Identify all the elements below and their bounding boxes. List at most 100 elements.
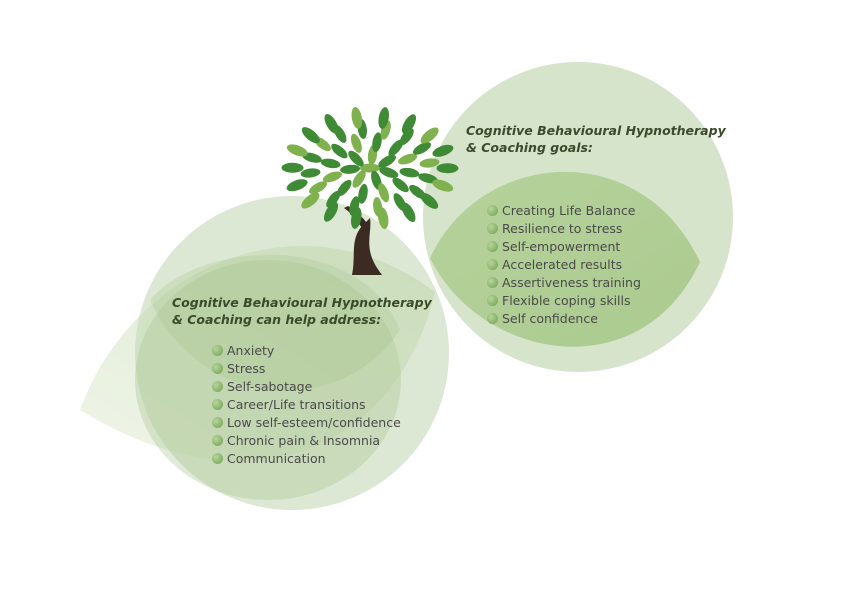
list-item-label: Accelerated results	[502, 256, 623, 272]
bullet-dot-icon	[487, 222, 498, 234]
bullet-dot-icon	[487, 240, 498, 252]
list-item: Resilience to stress	[487, 219, 641, 237]
tree-leaf	[326, 190, 341, 208]
tree-leaf	[360, 163, 380, 173]
list-item-label: Low self-esteem/confidence	[227, 414, 401, 430]
list-item: Low self-esteem/confidence	[212, 413, 401, 431]
tree-leaf	[336, 179, 352, 197]
list-item-label: Anxiety	[227, 342, 275, 358]
tree-leaf	[351, 107, 363, 129]
list-item: Creating Life Balance	[487, 201, 641, 219]
tree-icon	[281, 107, 459, 275]
bullet-dot-icon	[212, 434, 223, 446]
bullet-dot-icon	[212, 398, 223, 410]
list-item: Self-sabotage	[212, 377, 401, 395]
tree-leaf	[323, 202, 339, 222]
bullet-dot-icon	[212, 344, 223, 356]
bullet-dot-icon	[487, 204, 498, 216]
bullet-dot-icon	[212, 416, 223, 428]
bullet-dot-icon	[487, 294, 498, 306]
left-heading-line1: Cognitive Behavioural Hypnotherapy	[172, 295, 432, 310]
list-item: Chronic pain & Insomnia	[212, 431, 401, 449]
list-item-label: Flexible coping skills	[502, 292, 631, 308]
tree-leaf	[300, 168, 321, 178]
list-item-label: Resilience to stress	[502, 220, 623, 236]
list-item-label: Career/Life transitions	[227, 396, 366, 412]
bullet-dot-icon	[212, 452, 223, 464]
tree-leaf	[399, 128, 414, 146]
tree-leaf	[420, 127, 439, 144]
list-item-label: Self confidence	[502, 310, 598, 326]
right-heading-line1: Cognitive Behavioural Hypnotherapy	[466, 123, 726, 138]
tree-leaf	[286, 179, 308, 192]
bullet-dot-icon	[487, 258, 498, 270]
left-items-list: Anxiety Stress Self-sabotage Career/Life…	[212, 341, 401, 467]
right-heading: Cognitive Behavioural Hypnotherapy & Coa…	[466, 122, 726, 156]
list-item-label: Creating Life Balance	[502, 202, 636, 218]
tree-leaf	[401, 114, 417, 134]
list-item-label: Assertiveness training	[502, 274, 641, 290]
right-items-list: Creating Life Balance Resilience to stre…	[487, 201, 641, 327]
tree-leaf	[377, 207, 389, 229]
tree-leaf	[420, 192, 439, 209]
tree-leaf	[388, 139, 404, 157]
tree-leaf	[309, 181, 327, 194]
tree-leaf	[348, 150, 364, 167]
tree-leaf	[379, 167, 399, 178]
tree-leaf	[378, 154, 396, 168]
list-item-label: Chronic pain & Insomnia	[227, 432, 381, 448]
tree-leaf	[413, 142, 431, 155]
tree-leaf	[352, 170, 366, 188]
list-item-label: Self-empowerment	[502, 238, 621, 254]
bullet-dot-icon	[212, 362, 223, 374]
tree-leaf	[281, 162, 304, 173]
tree-leaf	[320, 158, 341, 169]
list-item-label: Self-sabotage	[227, 378, 313, 394]
tree-leaf	[351, 207, 362, 229]
list-item: Flexible coping skills	[487, 291, 641, 309]
tree-leaf	[286, 144, 308, 157]
tree-leaf	[324, 114, 339, 134]
tree-leaf	[399, 167, 420, 178]
tree-leaf	[398, 153, 418, 165]
tree-leaf	[419, 158, 440, 168]
tree-leaf	[358, 183, 368, 204]
right-heading-line2: & Coaching goals:	[466, 140, 593, 155]
tree-leaf	[392, 177, 409, 193]
bullet-dot-icon	[487, 312, 498, 324]
list-item: Anxiety	[212, 341, 401, 359]
tree-trunk	[352, 218, 382, 275]
tree-leaves	[281, 107, 459, 229]
list-item: Self-empowerment	[487, 237, 641, 255]
tree-leaf	[301, 192, 320, 209]
left-inner-leaf	[150, 254, 400, 391]
bullet-dot-icon	[212, 380, 223, 392]
tree-leaf	[322, 171, 342, 183]
left-inner-blob	[135, 260, 401, 500]
list-item-label: Stress	[227, 360, 266, 376]
right-leaf	[430, 171, 700, 347]
tree-leaf	[432, 144, 454, 157]
left-heading-line2: & Coaching can help address:	[172, 312, 382, 327]
list-item: Career/Life transitions	[212, 395, 401, 413]
tree-leaf	[418, 173, 438, 184]
list-item: Accelerated results	[487, 255, 641, 273]
list-item: Stress	[212, 359, 401, 377]
list-item: Self confidence	[487, 309, 641, 327]
tree-leaf	[302, 152, 322, 163]
tree-leaf	[340, 164, 361, 174]
left-heading: Cognitive Behavioural Hypnotherapy & Coa…	[172, 294, 432, 328]
tree-leaf	[436, 163, 459, 174]
tree-leaf	[432, 179, 454, 192]
tree-leaf	[378, 107, 389, 129]
tree-leaf	[350, 133, 362, 153]
tree-leaf	[331, 143, 348, 159]
tree-leaf	[401, 202, 416, 222]
tree-leaf	[372, 132, 382, 153]
bullet-dot-icon	[487, 276, 498, 288]
tree-leaf	[378, 183, 390, 203]
list-item-label: Communication	[227, 450, 326, 466]
list-item: Communication	[212, 449, 401, 467]
tree-leaf	[301, 127, 320, 144]
